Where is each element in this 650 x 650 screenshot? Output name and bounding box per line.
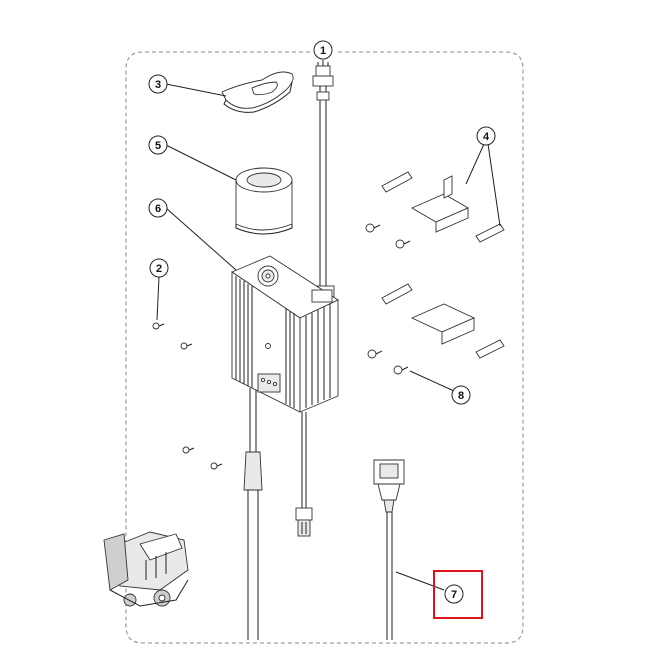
foam-block-part: [235, 167, 293, 235]
callout-4-label: 4: [483, 131, 490, 143]
cable-harness-part: [311, 62, 335, 301]
callout-2-label: 2: [156, 263, 162, 275]
callout-8[interactable]: 8: [451, 385, 471, 405]
callout-7-label: 7: [451, 589, 457, 601]
machine-thumbnail: [103, 531, 189, 607]
callout-7-highlight: [433, 570, 483, 619]
callout-2[interactable]: 2: [149, 258, 169, 278]
callout-5-label: 5: [155, 140, 161, 152]
mounting-bracket-lower: [367, 283, 505, 375]
callout-3-label: 3: [155, 79, 161, 91]
callout-6[interactable]: 6: [148, 198, 168, 218]
callout-5[interactable]: 5: [148, 135, 168, 155]
strap-part: [221, 71, 294, 113]
screw-set-left: [152, 322, 223, 470]
callout-3[interactable]: 3: [148, 74, 168, 94]
callout-7[interactable]: 7: [433, 570, 483, 619]
callout-1-label: 1: [320, 45, 326, 57]
mounting-bracket-upper: [365, 171, 505, 249]
charger-body-part: [231, 255, 339, 413]
callout-6-label: 6: [155, 203, 161, 215]
output-cables: [243, 388, 313, 640]
assembly-frame: [125, 51, 524, 644]
callout-8-label: 8: [458, 390, 464, 402]
callout-4[interactable]: 4: [476, 126, 496, 146]
callout-1[interactable]: 1: [313, 40, 333, 60]
leader-lines: [156, 60, 501, 591]
power-cord-part: [373, 459, 405, 640]
